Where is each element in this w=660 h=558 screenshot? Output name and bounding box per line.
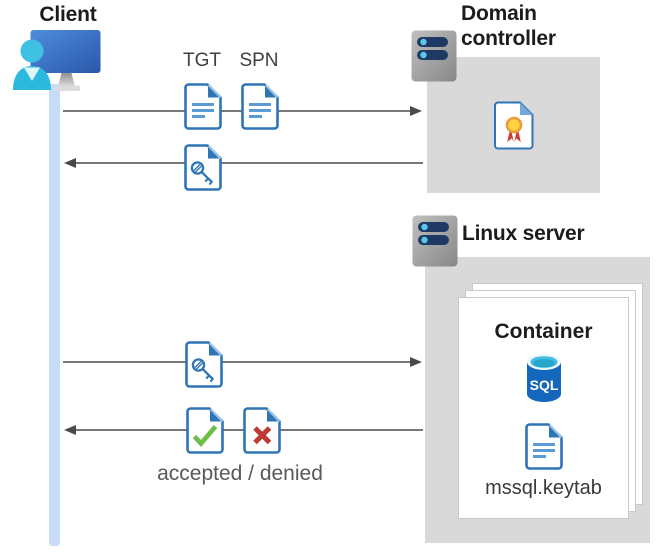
- tgt-document-icon: [184, 83, 222, 130]
- accepted-check-document-icon: [186, 407, 224, 454]
- certificate-icon: [493, 101, 533, 149]
- arrow-client-to-container: [63, 357, 422, 367]
- spn-document-icon: [241, 83, 279, 130]
- keytab-document-icon: [524, 423, 563, 470]
- key-document-icon: [184, 144, 222, 191]
- spn-label: SPN: [239, 50, 279, 71]
- monitor-stand: [58, 73, 75, 87]
- client-computer-user-icon: [13, 30, 101, 91]
- domain-controller-label: Domain controller: [461, 2, 556, 50]
- sql-database-icon: SQL: [526, 354, 561, 402]
- client-label: Client: [39, 3, 97, 26]
- domain-controller-server-icon: [411, 30, 457, 82]
- client-lifeline: [49, 84, 60, 546]
- monitor-icon: [30, 30, 101, 73]
- person-head: [20, 39, 44, 63]
- person-collar: [24, 67, 40, 81]
- linux-server-label: Linux server: [462, 222, 585, 245]
- tgt-label: TGT: [183, 50, 221, 71]
- monitor-base: [54, 85, 81, 91]
- accepted-denied-label: accepted / denied: [157, 462, 323, 485]
- arrow-client-to-domain-controller: [63, 106, 422, 116]
- arrow-domain-controller-to-client: [64, 158, 423, 168]
- container-label: Container: [494, 320, 593, 343]
- keytab-filename-label: mssql.keytab: [485, 477, 602, 499]
- linux-server-icon: [412, 215, 458, 267]
- container-card: Container SQL mssql.keytab: [458, 297, 629, 519]
- sql-text: SQL: [529, 377, 558, 393]
- denied-x-document-icon: [243, 407, 281, 454]
- key-document-icon: [185, 341, 223, 388]
